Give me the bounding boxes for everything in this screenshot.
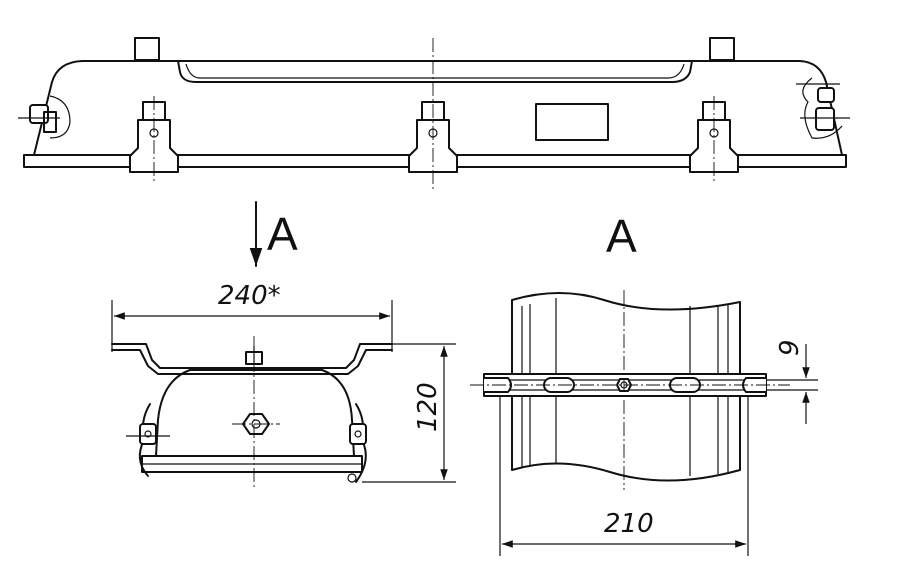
dim-label-120: 120	[413, 382, 443, 432]
top-diffuser	[177, 60, 693, 83]
mounting-bracket	[111, 343, 393, 369]
view-arrow-label: A	[267, 208, 298, 260]
dim-label-240: 240*	[218, 281, 281, 311]
top-cap-left	[134, 37, 160, 61]
mounting-foot-center	[408, 101, 458, 173]
side-latch-left	[126, 403, 170, 477]
latch-right	[796, 77, 850, 139]
housing-body	[33, 60, 843, 156]
view-arrow: A	[249, 201, 298, 267]
section-a-view: A 9	[470, 210, 818, 556]
dim-label-210: 210	[604, 509, 654, 539]
side-view: 240*	[111, 281, 456, 490]
top-cap-right	[709, 37, 735, 61]
section-title: A	[606, 210, 637, 262]
dim-label-9: 9	[775, 339, 805, 356]
front-view	[18, 37, 850, 192]
dome-housing	[155, 369, 355, 457]
side-latch-right	[347, 403, 367, 483]
latch-left	[18, 95, 71, 139]
nameplate	[535, 103, 609, 141]
